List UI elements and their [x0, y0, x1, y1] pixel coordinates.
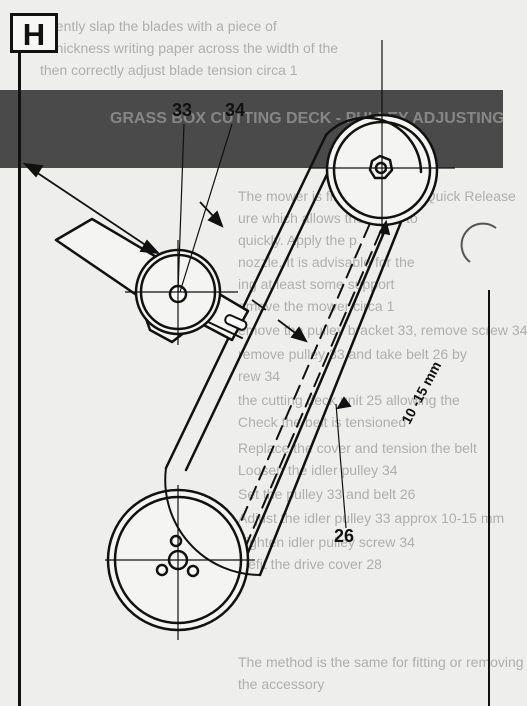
bg-text-line: Tighten idler pulley screw 34	[238, 534, 415, 550]
leader-line	[177, 123, 185, 293]
arrow-icon	[207, 210, 224, 228]
bg-text-line: quickly. Apply the p	[238, 232, 357, 248]
arrow-icon	[290, 326, 308, 343]
bg-text-line: Loosen the idler pulley 34	[238, 462, 398, 478]
belt-outer-strand	[164, 133, 328, 470]
arrow-icon	[378, 219, 391, 236]
drive-pulley-bolt-hole	[186, 564, 200, 578]
label-34: 34	[225, 100, 246, 120]
manual-page: gently slap the blades with a piece of e…	[0, 13, 527, 706]
bg-text-line: Adjust the idler pulley 33 approx 10-15 …	[238, 510, 505, 526]
bg-text-line: emove the pulley bracket 33, remove scre…	[238, 322, 527, 338]
belt-inner-strand	[184, 166, 332, 472]
belt-pulley-diagram	[22, 40, 497, 640]
drive-pulley-bolt-hole	[155, 563, 169, 577]
bg-text-line: the accessory	[238, 676, 325, 692]
bg-text-line: Refit the drive cover 28	[238, 556, 382, 572]
arrow-icon	[32, 169, 151, 249]
tension-reference-line	[244, 199, 395, 549]
bg-text-line: rew 34	[238, 368, 281, 384]
idler-bracket-slot	[203, 319, 243, 339]
bg-text-line: The method is the same for fitting or re…	[238, 654, 524, 670]
figure-frame-left	[18, 53, 21, 706]
bg-text-line: then correctly adjust blade tension circ…	[40, 62, 298, 78]
arrow-icon	[22, 162, 44, 178]
bg-text-line: e thickness writing paper across the wid…	[40, 40, 339, 56]
bg-text-line: the cutting deck unit 25 allowing the	[238, 392, 460, 408]
figure-letter: H	[22, 17, 46, 52]
label-33: 33	[172, 100, 193, 120]
arrow-icon	[251, 299, 267, 311]
bg-text-line: gently slap the blades with a piece of	[48, 18, 277, 34]
drive-pulley-bolt-hole	[169, 534, 183, 548]
tension-reference-line	[232, 183, 388, 541]
figure-badge: H	[10, 13, 58, 53]
leader-line	[335, 403, 347, 529]
arrow-icon	[336, 396, 352, 410]
bg-text-line: Set the pulley 33 and belt 26	[238, 486, 416, 502]
bg-text-line: Replace the cover and tension the belt	[238, 440, 477, 456]
label-26: 26	[334, 526, 355, 546]
belt-wrap-bottom	[164, 467, 261, 576]
belt-right-strand-outer	[258, 170, 423, 577]
bg-text-line: remove pulley 33 and take belt 26 by	[238, 346, 467, 362]
figure-frame-right	[488, 290, 490, 706]
partial-pulley-edge	[460, 222, 497, 263]
belt-right-strand-inner	[242, 188, 404, 564]
arrow-icon	[139, 239, 161, 255]
belt-wrap-top	[324, 116, 423, 174]
idler-bracket-slot	[224, 314, 248, 331]
